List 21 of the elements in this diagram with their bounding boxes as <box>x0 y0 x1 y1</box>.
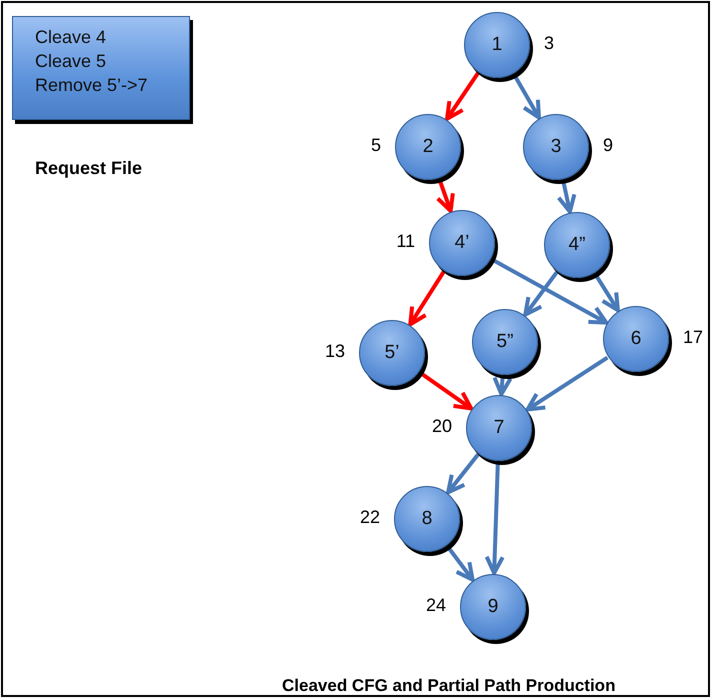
node-number-label: 24 <box>426 595 446 616</box>
node-number-label: 11 <box>396 231 415 252</box>
node-number-label: 13 <box>324 341 345 362</box>
node-number-label: 20 <box>432 416 452 437</box>
request-line: Cleave 4 <box>35 26 106 49</box>
caption: Cleaved CFG and Partial Path Production <box>282 676 616 696</box>
node-number-label: 17 <box>683 327 704 348</box>
arrow <box>446 453 480 494</box>
request-line: Cleave 5 <box>35 50 106 73</box>
arrow <box>526 356 609 412</box>
request-line: Remove 5’->7 <box>35 74 148 97</box>
node-number-label: 22 <box>360 507 380 528</box>
arrow <box>492 376 512 396</box>
node-number-label: 9 <box>603 135 614 156</box>
arrow <box>523 271 558 317</box>
arrow <box>484 462 505 576</box>
node-number-label: 3 <box>544 33 554 54</box>
caption-text: Request File <box>35 158 142 179</box>
node-number-label: 5 <box>370 135 381 156</box>
arrow <box>408 270 446 326</box>
arrow <box>445 72 480 121</box>
